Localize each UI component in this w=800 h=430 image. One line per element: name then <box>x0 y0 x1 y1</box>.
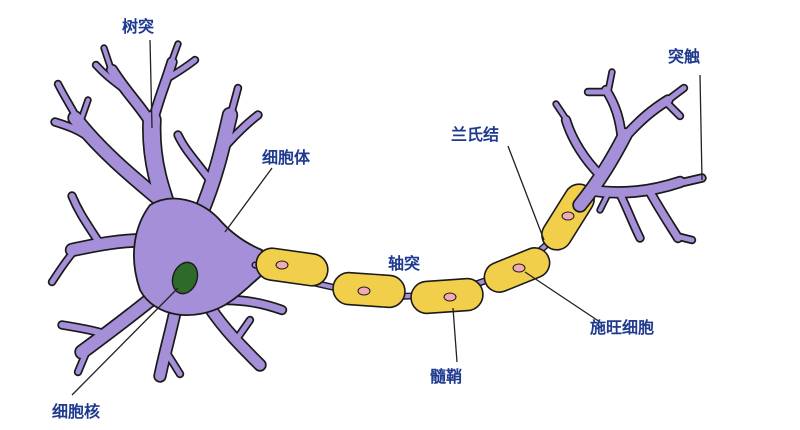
dendrite-branch <box>148 58 176 129</box>
axon-terminal-branch <box>673 175 705 187</box>
dendrite-branch <box>155 307 180 381</box>
dendrite-branch <box>175 132 213 183</box>
dendrite-branch <box>93 62 128 93</box>
nucleus <box>171 261 199 295</box>
dendrite-branch <box>75 345 91 375</box>
axon-terminal-branch <box>620 96 672 142</box>
dendrite-label: 树突 <box>122 17 154 36</box>
myelin-segment <box>255 247 329 287</box>
synapse-label: 突触 <box>668 47 700 66</box>
myelin-segment <box>332 271 406 309</box>
cell-body-label: 细胞体 <box>262 148 311 167</box>
dendrite-branch <box>162 347 183 377</box>
axon-terminal-branch <box>663 99 683 119</box>
dendrite-branch <box>102 46 114 74</box>
myelin-sheath <box>255 183 595 315</box>
dendrite-branch <box>69 112 166 206</box>
myelin-segment <box>483 247 551 293</box>
dendrite-branch <box>55 81 81 123</box>
dendrite-branch <box>205 303 265 370</box>
axon-terminal-branch <box>562 116 604 179</box>
axon-terminal-branch <box>606 70 614 94</box>
axon-terminal-branch <box>646 188 682 242</box>
schwann-cell-label: 施旺细胞 <box>590 318 654 337</box>
axon-terminal-branch <box>585 177 685 197</box>
myelin-segment <box>410 277 484 315</box>
axon-terminal-branch <box>617 191 643 241</box>
dendrite-branch <box>49 246 79 285</box>
dendrite-branch <box>78 98 90 125</box>
dendrite-branch <box>52 119 95 143</box>
nucleus-label: 细胞核 <box>52 402 100 421</box>
leader-lines <box>71 39 703 396</box>
dendrite-branch <box>225 85 241 128</box>
axon-label: 轴突 <box>388 254 420 273</box>
axon-terminal-branch <box>602 86 626 144</box>
axon-terminal-branch <box>673 233 695 243</box>
dendrite-branch <box>59 322 108 337</box>
node-of-ranvier-label: 兰氏结 <box>451 125 499 144</box>
dendrite-branch <box>219 112 261 153</box>
axon-terminals <box>552 68 707 245</box>
cell-body <box>133 197 263 316</box>
dendrite-branch <box>233 317 253 343</box>
axon-terminal-branch <box>554 102 570 124</box>
axon-terminal-branch <box>598 188 612 212</box>
dendrite-branch <box>168 42 180 68</box>
myelin-sheath-label: 髓鞘 <box>430 367 462 386</box>
dendrite-branch <box>107 65 157 130</box>
dendrite-branch <box>69 193 103 247</box>
dendrite-branch <box>162 57 198 83</box>
